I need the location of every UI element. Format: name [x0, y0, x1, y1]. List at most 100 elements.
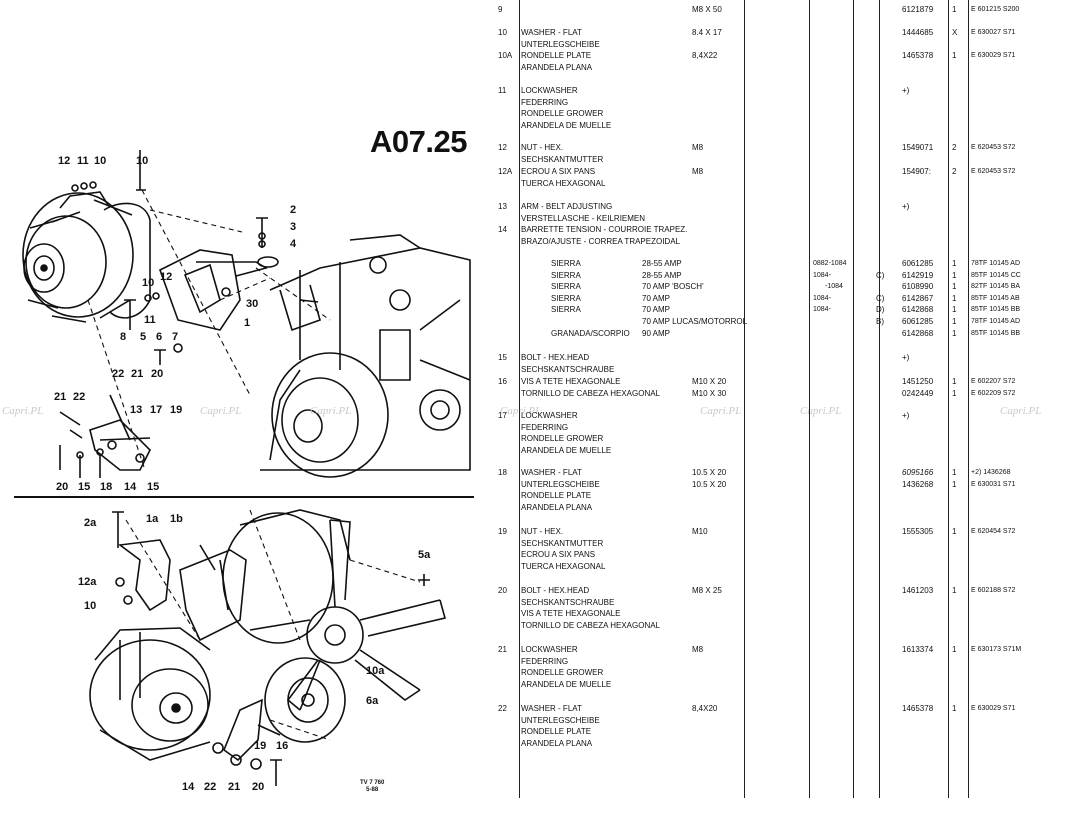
- part-number: 6142867: [902, 293, 934, 303]
- part-line: 0242449: [902, 388, 934, 398]
- size-line: 10.5 X 20: [692, 468, 727, 477]
- description-line: WASHER - FLAT: [521, 28, 582, 37]
- description-line: LOCKWASHER: [521, 411, 578, 420]
- rating: 28-55 AMP: [642, 259, 682, 268]
- callout-label: 5: [140, 331, 147, 343]
- quantity: X: [952, 28, 958, 37]
- column-rule: [879, 0, 880, 798]
- ref-number: 17: [498, 411, 507, 420]
- model: SIERRA: [551, 305, 581, 315]
- description-line: SECHSKANTMUTTER: [521, 538, 604, 548]
- callout-label: 22: [112, 368, 125, 380]
- size: 8.4 X 17: [692, 28, 722, 37]
- callout-label: 11: [77, 155, 89, 167]
- description-line: BOLT - HEX.HEAD: [521, 353, 590, 362]
- callout-label: 14: [124, 481, 137, 493]
- part-number: 1549071: [902, 143, 934, 152]
- description-line: ECROU A SIX PANS: [521, 550, 596, 560]
- part-number: +): [902, 353, 910, 362]
- description-line: WASHER - FLAT: [521, 704, 582, 713]
- callout-label: 1a: [146, 513, 159, 525]
- finis-code: E 630173 S71M: [971, 646, 1022, 653]
- description: WASHER - FLAT UNTERLEGSCHEIBE: [521, 27, 600, 50]
- callout-label: 10: [84, 600, 97, 612]
- qty-line: 1: [952, 479, 957, 489]
- description-line: ECROU A SIX PANS: [521, 167, 596, 176]
- description-line: ARANDELA PLANA: [521, 502, 593, 512]
- description-line: ARANDELA PLANA: [521, 62, 593, 72]
- code-line: E 602207 S72: [971, 378, 1016, 385]
- callout-label: 21: [131, 368, 144, 380]
- column-rule: [809, 0, 810, 798]
- part-number: 6142868: [902, 328, 934, 338]
- description-line: TUERCA HEXAGONAL: [521, 178, 606, 188]
- quantity: 1 1: [952, 467, 956, 490]
- description: ECROU A SIX PANS TUERCA HEXAGONAL: [521, 166, 605, 189]
- description: LOCKWASHER FEDERRING RONDELLE GROWER ARA…: [521, 644, 611, 690]
- code-line: +2) 1436268: [971, 469, 1011, 476]
- callout-label: 19: [170, 404, 183, 416]
- quantity: 1: [952, 282, 957, 292]
- callout-label: 7: [172, 331, 179, 343]
- watermark: Capri.PL: [800, 405, 842, 417]
- size: 8,4X22: [692, 51, 718, 60]
- model: SIERRA: [551, 282, 581, 292]
- description-line: BARRETTE TENSION - COURROIE TRAPEZ.: [521, 225, 688, 234]
- finis-code: E 602188 S72: [971, 587, 1016, 594]
- finis-code: 78TF 10145 AD: [971, 318, 1021, 325]
- description: NUT - HEX. SECHSKANTMUTTER ECROU A SIX P…: [521, 526, 605, 572]
- quantity: 1 1: [952, 376, 956, 399]
- rating: 70 AMP: [642, 293, 671, 303]
- callout-label: 12: [160, 271, 173, 283]
- part-number: 1451250 0242449: [902, 376, 933, 399]
- alternator-mounting-drawing: [14, 150, 474, 786]
- ref-number: 14: [498, 225, 507, 234]
- part-number: 6142868: [902, 305, 934, 315]
- date-range: 1084-: [813, 271, 831, 279]
- rating: 70 AMP: [642, 305, 671, 315]
- quantity: 1: [952, 305, 957, 315]
- date-range: 1084-: [813, 306, 831, 314]
- ref-number: 9: [498, 5, 503, 14]
- description-line: RONDELLE GROWER: [521, 434, 604, 444]
- part-number: +): [902, 86, 910, 95]
- size: M8: [692, 143, 704, 152]
- model: SIERRA: [551, 293, 581, 303]
- callout-label: 6: [156, 331, 163, 343]
- drawing-stamp: TV 7 760 5-88: [360, 780, 384, 793]
- ref-number: 10: [498, 28, 507, 37]
- finis-code: 85TF 10145 AB: [971, 294, 1020, 302]
- description: RONDELLE PLATE ARANDELA PLANA: [521, 50, 592, 73]
- part-number: 1461203: [902, 586, 934, 595]
- part-line: 6095166: [902, 468, 934, 477]
- finis-code: E 620454 S72: [971, 528, 1016, 535]
- callout-label: 2a: [84, 517, 97, 529]
- description-line: ARANDELA DE MUELLE: [521, 445, 612, 455]
- date-range: 0882-1084: [813, 260, 847, 267]
- part-number: 6121879: [902, 5, 934, 14]
- callout-label: 20: [151, 368, 164, 380]
- description-line: VIS A TETE HEXAGONALE: [521, 609, 621, 619]
- lower-water-pump-fan: [222, 509, 446, 743]
- callout-label: 19: [254, 740, 267, 752]
- ref-number: 15: [498, 353, 507, 362]
- ref-number: 20: [498, 586, 507, 595]
- qty-line: 1: [952, 388, 957, 398]
- finis-code: +2) 1436268 E 630031 S71: [971, 467, 1015, 490]
- ref-number: 11: [498, 86, 507, 95]
- finis-code: E 620453 S72: [971, 144, 1016, 151]
- description-line: TUERCA HEXAGONAL: [521, 561, 606, 571]
- finis-code: E 602207 S72 E 602209 S72: [971, 376, 1015, 399]
- description: ARM - BELT ADJUSTING VERSTELLASCHE - KEI…: [521, 201, 645, 224]
- column-rule: [968, 0, 969, 798]
- callout-label: 13: [130, 404, 143, 416]
- part-number: 1465378: [902, 51, 934, 60]
- column-rule: [948, 0, 949, 798]
- watermark: Capri.PL: [200, 405, 242, 417]
- part-number: +): [902, 202, 910, 211]
- watermark: Capri.PL: [500, 405, 542, 417]
- stamp-line: 5-88: [366, 786, 379, 793]
- callout-label: 22: [73, 391, 86, 403]
- note: C): [876, 270, 885, 280]
- lower-alternator: [89, 627, 211, 761]
